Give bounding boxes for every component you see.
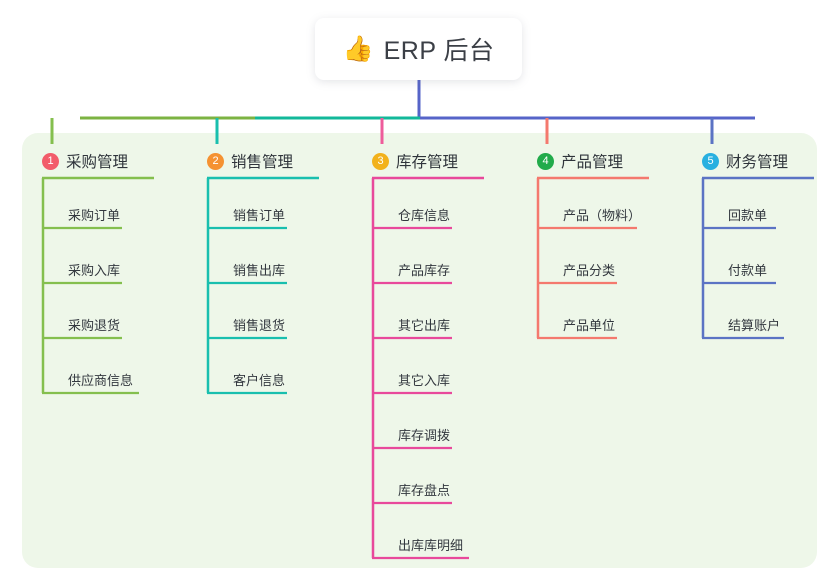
leaf-item-label: 产品分类	[563, 263, 616, 278]
branch-title: 财务管理	[726, 154, 789, 171]
leaf-item[interactable]: 产品库存	[372, 228, 482, 283]
leaf-item-label: 采购入库	[68, 263, 121, 278]
leaf-item[interactable]: 采购入库	[42, 228, 152, 283]
leaf-item-label: 产品单位	[563, 318, 616, 333]
leaf-item[interactable]: 客户信息	[207, 338, 317, 393]
leaf-item[interactable]: 销售订单	[207, 173, 317, 228]
leaf-item-label: 采购退货	[68, 318, 121, 333]
branch-column-1: 1 采购管理采购订单采购入库采购退货供应商信息	[42, 150, 133, 388]
leaf-item-label: 供应商信息	[68, 373, 134, 388]
leaf-item-label: 客户信息	[233, 373, 286, 388]
leaf-item[interactable]: 其它入库	[372, 338, 482, 393]
leaf-item-label: 采购订单	[68, 208, 121, 223]
branch-column-4: 4 产品管理产品（物料） 产品分类产品单位	[537, 150, 641, 333]
branch-number-badge: 5	[702, 152, 719, 170]
leaf-item-label: 库存盘点	[398, 483, 451, 498]
leaf-item-label: 仓库信息	[398, 208, 451, 223]
leaf-item[interactable]: 产品分类	[537, 228, 647, 283]
leaf-item-label: 产品库存	[398, 263, 451, 278]
leaf-item-label: 销售退货	[233, 318, 286, 333]
branch-title: 库存管理	[396, 154, 459, 171]
leaf-item[interactable]: 采购订单	[42, 173, 152, 228]
leaf-item[interactable]: 其它出库	[372, 283, 482, 338]
leaf-item[interactable]: 产品单位	[537, 283, 647, 338]
leaf-item[interactable]: 付款单	[702, 228, 806, 283]
branch-header-5[interactable]: 5 财务管理	[702, 150, 788, 172]
root-title: ERP 后台	[383, 37, 495, 65]
branch-column-5: 5 财务管理回款单付款单结算账户	[702, 150, 788, 333]
branch-header-4[interactable]: 4 产品管理	[537, 150, 623, 172]
leaf-item[interactable]: 回款单	[702, 173, 806, 228]
branch-number-badge: 1	[42, 152, 59, 170]
leaf-item-label: 产品（物料）	[563, 208, 642, 223]
branch-header-3[interactable]: 3 库存管理	[372, 150, 458, 172]
leaf-item-label: 销售出库	[233, 263, 286, 278]
leaf-item[interactable]: 仓库信息	[372, 173, 482, 228]
branch-column-2: 2 销售管理销售订单销售出库销售退货客户信息	[207, 150, 293, 388]
leaf-item-label: 结算账户	[728, 318, 781, 333]
branch-number-badge: 2	[207, 152, 224, 170]
branch-panel-background	[22, 133, 817, 568]
branch-title: 采购管理	[66, 154, 129, 171]
branch-title: 产品管理	[561, 154, 624, 171]
leaf-item[interactable]: 销售出库	[207, 228, 317, 283]
leaf-item-label: 回款单	[728, 208, 768, 223]
leaf-item[interactable]: 结算账户	[702, 283, 814, 338]
leaf-item[interactable]: 供应商信息	[42, 338, 169, 393]
leaf-item[interactable]: 采购退货	[42, 283, 152, 338]
leaf-item[interactable]: 库存调拨	[372, 393, 482, 448]
branch-number-badge: 4	[537, 152, 554, 170]
leaf-item-label: 其它出库	[398, 318, 451, 333]
leaf-item[interactable]: 销售退货	[207, 283, 317, 338]
branch-number-badge: 3	[372, 152, 389, 170]
branch-column-3: 3 库存管理仓库信息产品库存其它出库其它入库库存调拨库存盘点出库库明细	[372, 150, 463, 553]
thumbs-up-icon: 👍	[342, 34, 374, 63]
root-node[interactable]: 👍 ERP 后台	[315, 18, 522, 80]
leaf-item[interactable]: 出库库明细	[372, 503, 499, 558]
leaf-item-label: 其它入库	[398, 373, 451, 388]
leaf-item-label: 出库库明细	[398, 538, 464, 553]
leaf-item[interactable]: 库存盘点	[372, 448, 482, 503]
branch-header-2[interactable]: 2 销售管理	[207, 150, 293, 172]
leaf-item-label: 销售订单	[233, 208, 286, 223]
leaf-item[interactable]: 产品（物料）	[537, 173, 667, 228]
branch-header-1[interactable]: 1 采购管理	[42, 150, 128, 172]
branch-title: 销售管理	[231, 154, 294, 171]
leaf-item-label: 库存调拨	[398, 428, 451, 443]
leaf-item-label: 付款单	[728, 263, 768, 278]
